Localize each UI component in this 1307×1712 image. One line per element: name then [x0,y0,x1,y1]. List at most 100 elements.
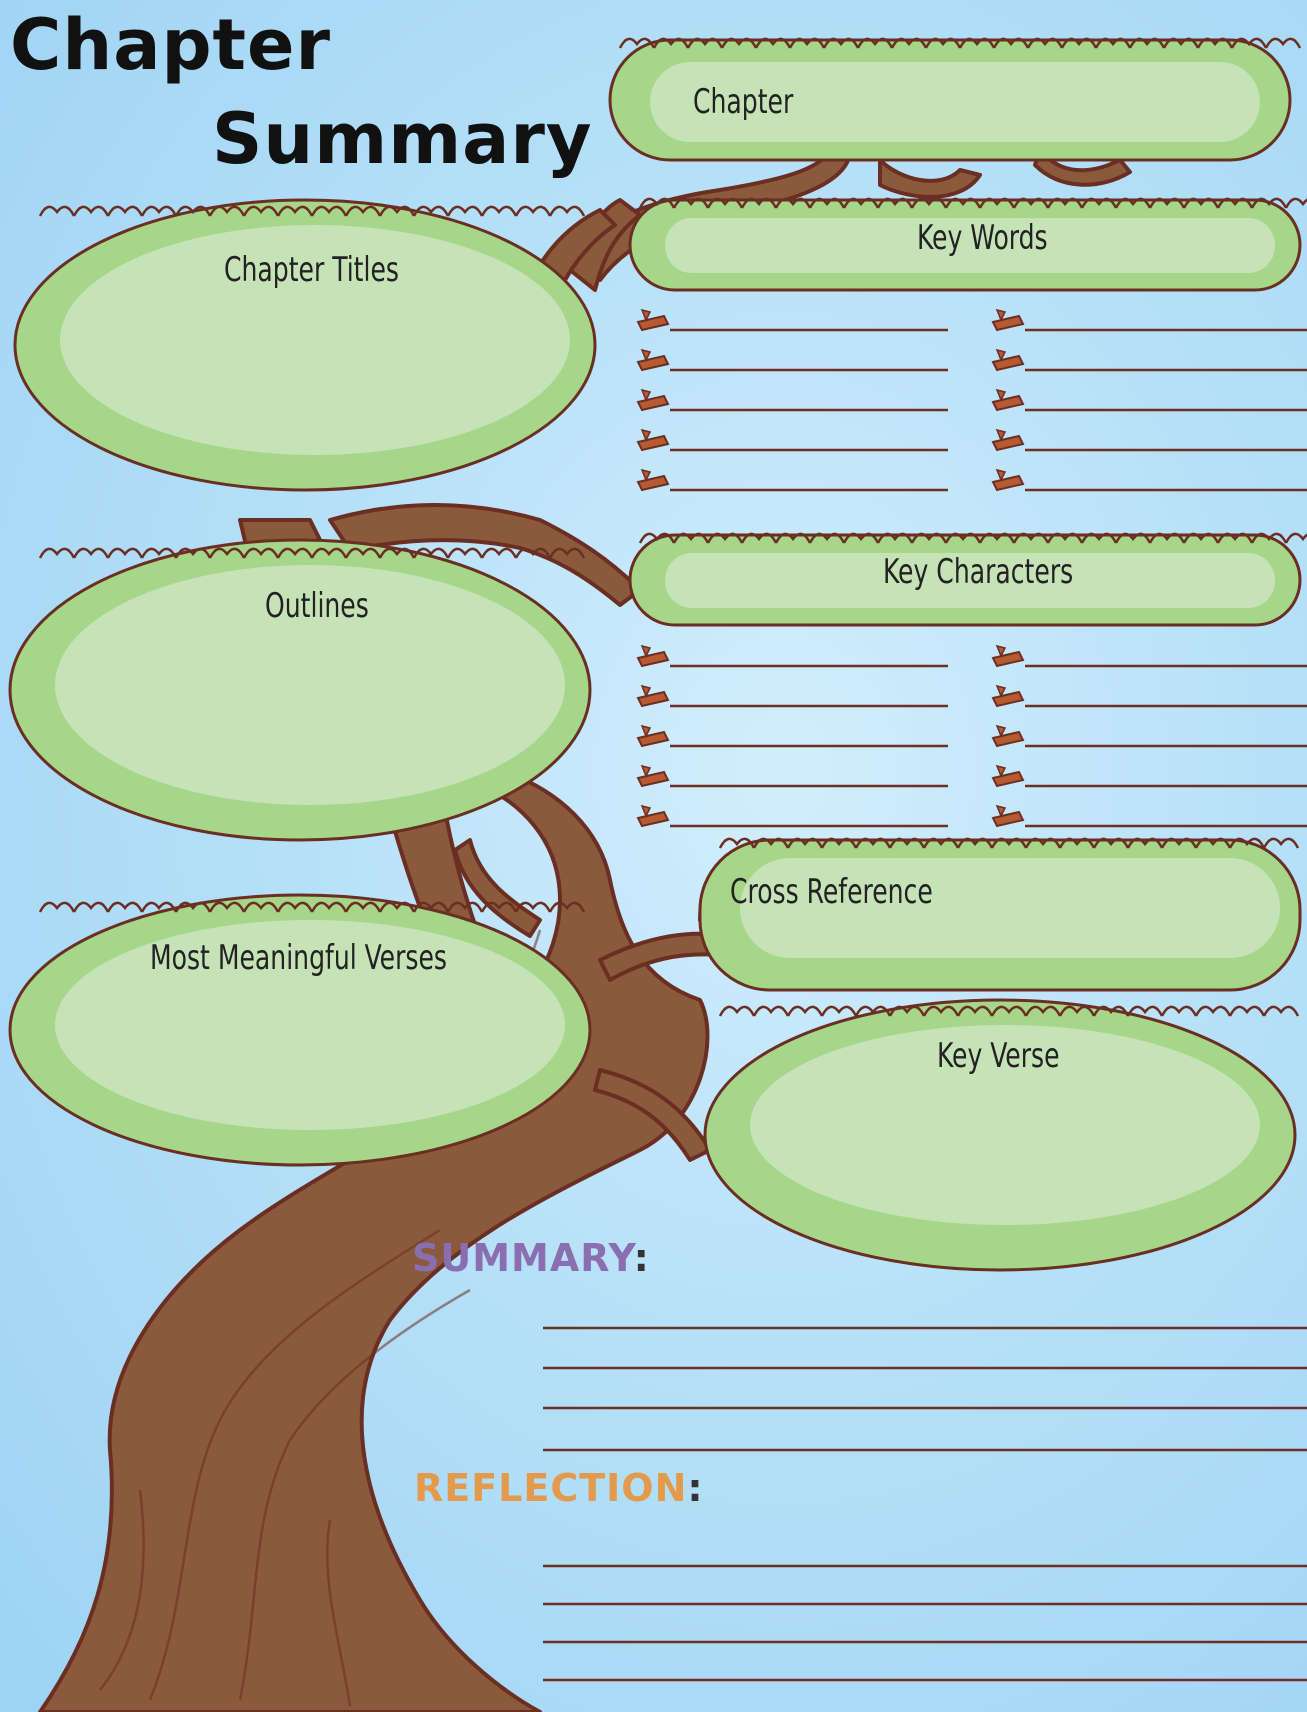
label-cross-reference: Cross Reference [730,872,933,912]
leaf-scallop [740,197,778,209]
leaf-scallop [808,197,846,209]
foliage-outlines [8,538,592,842]
reflection-heading-text: REFLECTION [414,1466,688,1510]
leaf-scallop [990,1005,1028,1017]
leaf-scallop [1058,837,1096,849]
leaf-scallop [106,547,144,559]
summary-colon: : [633,1236,650,1280]
leaf-scallop [854,1005,892,1017]
foliage-cross-reference [698,838,1302,992]
leaf-scallop [978,197,1016,209]
summary-lines [543,1326,1307,1452]
leaf-scallop [842,532,880,544]
leaf-scallop [1162,37,1200,49]
leaf-scallop [1216,197,1254,209]
leaf-scallop [686,37,724,49]
leaf-scallop [378,901,416,913]
leaf-scallop [344,547,382,559]
leaf-scallop [106,901,144,913]
leaf-scallop [788,37,826,49]
foliage-chapter-titles [13,198,597,492]
leaf-scallop [956,837,994,849]
leaf-scallop [174,205,212,217]
leaf-scallop [1216,532,1254,544]
foliage-chapter [608,38,1292,162]
leaf-scallop [1228,1005,1266,1017]
leaf-scallop [1024,837,1062,849]
leaf-scallop [378,205,416,217]
leaf-scallop [514,205,552,217]
key-characters-lines [670,664,1307,828]
leaf-scallop [752,1005,790,1017]
reflection-heading: REFLECTION: [414,1466,704,1510]
leaf-scallop [1126,837,1164,849]
leaf-scallop [1058,1005,1096,1017]
leaf-scallop [638,532,676,544]
leaf-scallop [412,901,450,913]
foliage-most-meaningful-verses [8,893,592,1167]
leaf-scallop [38,901,76,913]
leaf-scallop [944,197,982,209]
leaf-scallop [876,532,914,544]
label-outlines: Outlines [265,586,369,626]
leaf-scallop [706,197,744,209]
leaf-scallop [38,547,76,559]
leaf-scallop [672,197,710,209]
leaf-scallop [1250,197,1288,209]
leaf-scallop [310,901,348,913]
leaf-scallop [618,37,656,49]
leaf-scallop [922,837,960,849]
leaf-scallop [1094,37,1132,49]
leaf-scallop [140,547,178,559]
leaf-scallop [140,901,178,913]
key-words-lines [670,328,1307,492]
leaf-scallop [1262,1005,1300,1017]
leaf-scallop [956,1005,994,1017]
leaf-scallop [514,547,552,559]
leaf-scallop [344,205,382,217]
leaf-scallop [638,197,676,209]
summary-heading: SUMMARY: [412,1236,650,1280]
leaf-scallop [1060,37,1098,49]
foliage-key-verse [703,998,1297,1272]
leaf-scallop [276,901,314,913]
leaf-scallop [740,532,778,544]
leaf-scallop [548,547,586,559]
leaf-scallop [1194,1005,1232,1017]
leaf-scallop [72,205,110,217]
leaf-scallop [854,837,892,849]
leaf-scallop [446,205,484,217]
leaf-scallop [446,547,484,559]
leaf-scallop [1126,1005,1164,1017]
leaf-scallop [718,1005,756,1017]
leaf-scallop [1250,532,1288,544]
leaf-scallop [208,547,246,559]
page-title-line-2: Summary [212,98,593,180]
leaf-scallop [1080,197,1118,209]
leaf-scallop [548,205,586,217]
leaf-scallop [978,532,1016,544]
label-chapter: Chapter [693,82,794,122]
reflection-colon: : [687,1466,704,1510]
leaf-scallop [1114,197,1152,209]
leaf-scallop [276,205,314,217]
leaf-scallop [910,532,948,544]
leaf-scallop [924,37,962,49]
leaf-scallop [944,532,982,544]
leaf-scallop [1080,532,1118,544]
leaf-scallop [754,37,792,49]
leaf-scallop [652,37,690,49]
leaf-scallop [72,547,110,559]
leaf-scallop [1194,837,1232,849]
leaf-scallop [1196,37,1234,49]
label-key-verse: Key Verse [937,1036,1060,1076]
leaf-scallop [706,532,744,544]
leaf-scallop [1262,837,1300,849]
leaf-scallop [1182,532,1220,544]
leaf-scallop [378,547,416,559]
leaf-scallop [480,901,518,913]
leaf-scallop [1182,197,1220,209]
leaf-scallop [1128,37,1166,49]
leaf-scallop [310,547,348,559]
